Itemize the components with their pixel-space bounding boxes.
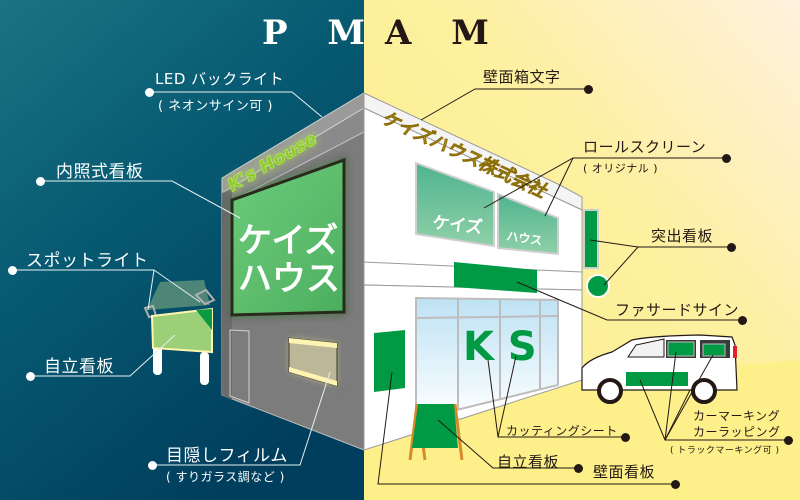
wall-channel-letters-dot xyxy=(584,85,593,94)
roll-screen-left xyxy=(415,161,495,248)
lit-sign-text-1: ケイズ xyxy=(238,221,338,261)
roll-screen-label: ロールスクリーン xyxy=(583,138,707,156)
night-standalone-sign-label: 自立看板 xyxy=(44,357,114,377)
privacy-film-dot xyxy=(148,461,157,470)
led-backlight-dot xyxy=(145,88,154,97)
cutting-sheet-letters: K S xyxy=(463,324,537,370)
a-board-label: 自立看板 xyxy=(497,453,560,471)
standalone-sign-dot xyxy=(26,372,35,381)
night-standalone-sign xyxy=(143,280,216,385)
spotlight-label: スポットライト xyxy=(26,251,149,271)
cutting-sheet-dot xyxy=(621,433,630,442)
storefront-glass xyxy=(415,296,559,422)
a-board xyxy=(408,403,464,461)
car-marking-dot xyxy=(784,436,793,445)
wall-sign xyxy=(374,330,405,392)
day-title: A M xyxy=(385,13,503,53)
wall-channel-letters-label: 壁面箱文字 xyxy=(483,68,561,86)
roll-screen-right xyxy=(497,192,559,256)
projecting-sign-round xyxy=(586,274,610,298)
internal-lit-sign xyxy=(230,157,346,317)
facade-sign xyxy=(454,262,537,293)
internal-lit-sign-label: 内照式看板 xyxy=(56,162,144,182)
privacy-film-label: 目隠しフィルム xyxy=(166,446,288,466)
spotlight-dot xyxy=(8,266,17,275)
projecting-sign-label: 突出看板 xyxy=(651,227,714,245)
screen-right-text: ハウス xyxy=(506,229,544,248)
night-title: P M xyxy=(262,13,380,53)
night-leader-lines xyxy=(12,91,331,466)
car-marking-sublabel: ( トラックマーキング可 ) xyxy=(670,446,780,456)
car-marking-label: カーマーキング xyxy=(693,409,781,423)
a-board-dot xyxy=(574,464,583,473)
projecting-sign-dot xyxy=(727,243,736,252)
roll-screen-dot xyxy=(722,154,731,163)
door-outline xyxy=(229,329,250,404)
projecting-sign-vertical xyxy=(583,209,599,269)
facade-sign-label: ファサードサイン xyxy=(615,301,740,319)
day-leader-lines xyxy=(377,88,788,485)
internal-lit-sign-dot xyxy=(36,177,45,186)
privacy-film-sublabel: ( すりガラス調など ) xyxy=(166,470,285,484)
day-building xyxy=(363,92,610,451)
facade-sign-dot xyxy=(738,316,747,325)
wall-sign-dot xyxy=(671,480,680,489)
night-building-face xyxy=(221,92,365,451)
led-backlight-label: LED バックライト xyxy=(155,70,285,88)
cutting-sheet-label: カッティングシート xyxy=(506,424,618,438)
roll-screen-sublabel: ( オリジナル ) xyxy=(583,162,659,175)
lit-sign-text-2: ハウス xyxy=(238,259,340,299)
wall-sign-label: 壁面看板 xyxy=(593,463,656,481)
day-ground xyxy=(364,360,800,500)
screen-left-text: ケイズ xyxy=(431,212,483,238)
led-backlight-sublabel: ( ネオンサイン可 ) xyxy=(158,99,273,114)
car-wrapping-label: カーラッピング xyxy=(693,425,781,439)
